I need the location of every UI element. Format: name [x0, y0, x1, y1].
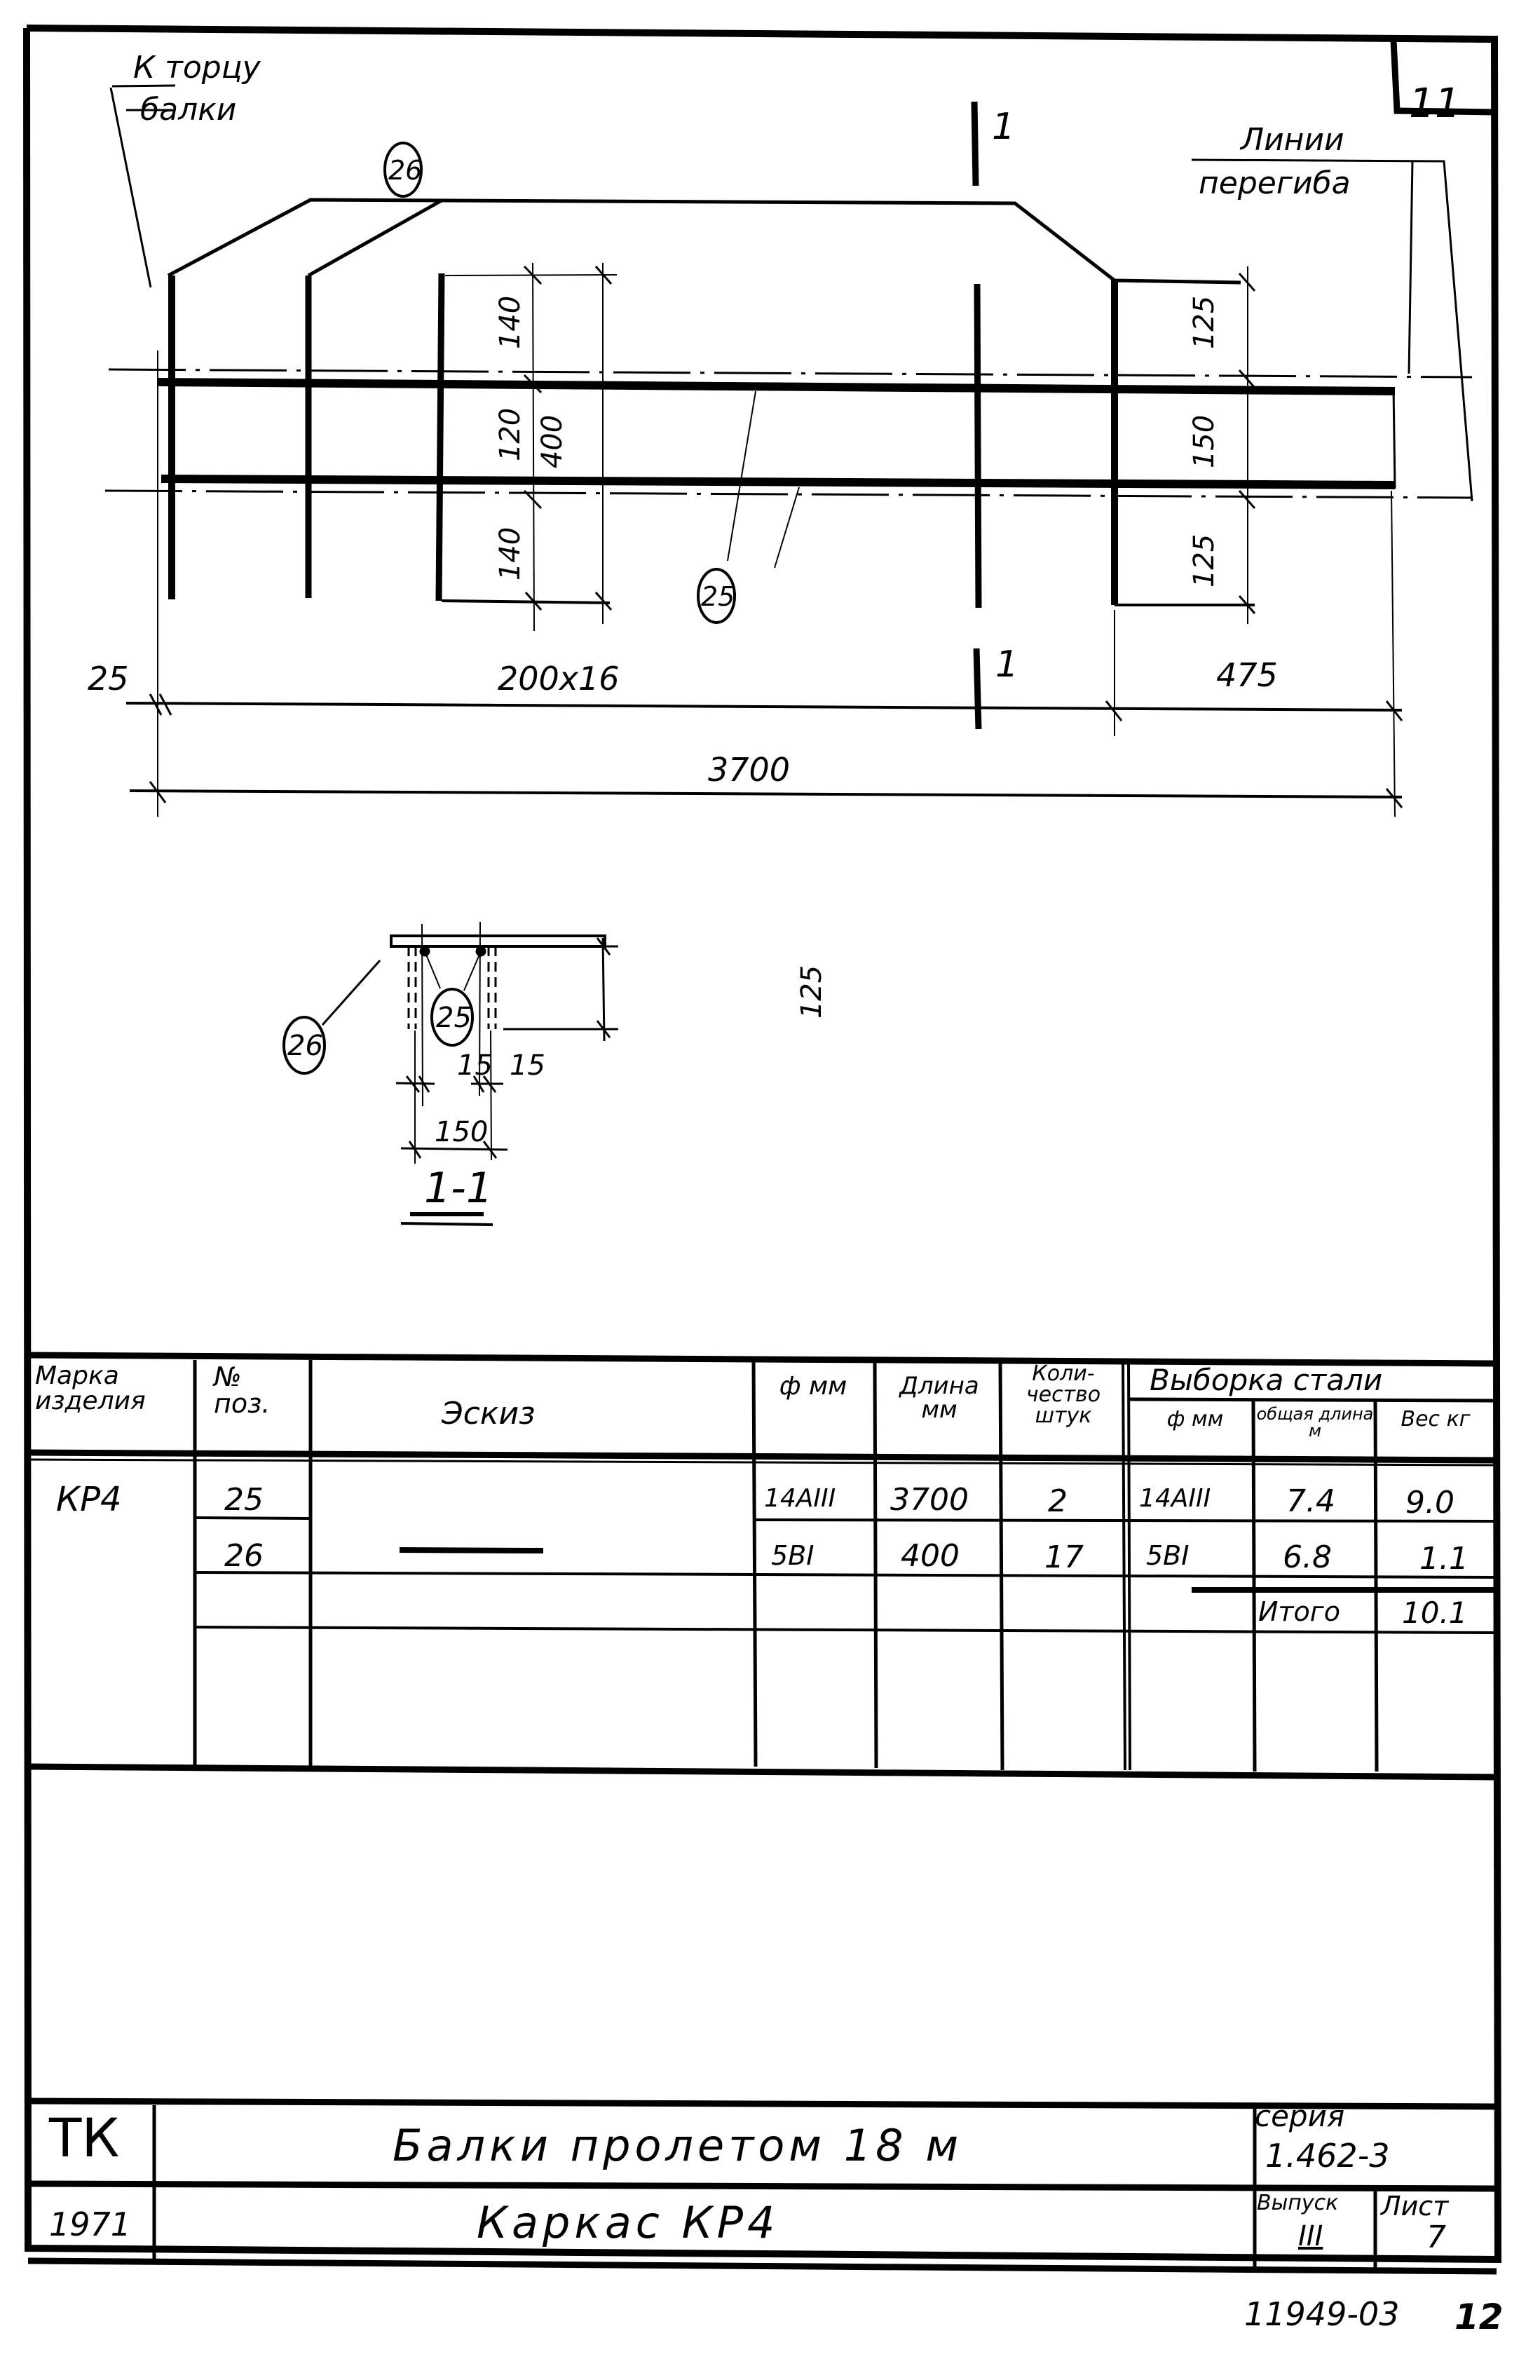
issue-value: III [1298, 2220, 1323, 2252]
section-callout-25-circle [430, 988, 474, 1047]
section-dim-125: 125 [796, 965, 829, 1019]
row-1-sel-weight: 9.0 [1405, 1485, 1454, 1521]
header-sel-weight: Вес кг [1401, 1407, 1471, 1432]
section-dim-15-right: 15 [510, 1049, 545, 1082]
row-2-pos: 26 [224, 1538, 264, 1574]
row-2-sel-diameter: 5BI [1146, 1540, 1190, 1571]
row-1-pos: 25 [224, 1482, 264, 1518]
row-2-sel-weight: 1.1 [1419, 1541, 1469, 1577]
plan-view [104, 84, 1473, 817]
section-mark-top: 1 [992, 106, 1016, 148]
header-length: Длина мм [899, 1372, 979, 1424]
row-2-count: 17 [1044, 1539, 1084, 1575]
dim-total: 3700 [708, 751, 791, 789]
row-1-sel-diameter: 14AIII [1139, 1484, 1211, 1513]
callout-26-label: 26 [388, 155, 423, 186]
archive-number: 11949-03 [1244, 2295, 1400, 2333]
sheet-label: Лист [1381, 2191, 1449, 2222]
header-sel-diameter: ф мм [1166, 1407, 1224, 1432]
title-block-grid [27, 2097, 1497, 2275]
callout-25-circle [697, 568, 736, 624]
row-2-diameter: 5BI [771, 1540, 815, 1571]
page-number: 12 [1454, 2297, 1504, 2337]
series-label: серия [1255, 2099, 1345, 2133]
header-diameter: ф мм [779, 1372, 847, 1401]
series-value: 1.462-3 [1265, 2137, 1390, 2175]
section-dim-150: 150 [435, 1116, 489, 1148]
bend-lines-label-line2: перегиба [1199, 165, 1351, 201]
header-steel-selection: Выборка стали [1150, 1363, 1383, 1397]
dim-140-top: 140 [494, 295, 527, 350]
header-pos: № поз. [214, 1361, 271, 1419]
section-title: 1-1 [424, 1164, 493, 1213]
dim-475: 475 [1216, 656, 1278, 694]
section-callout-26-circle [282, 1016, 326, 1075]
org-code: ТК [49, 2107, 120, 2169]
header-mark: Марка изделия [35, 1361, 146, 1415]
section-view [282, 921, 618, 1226]
beam-end-label-line2: балки [140, 92, 237, 128]
row-2-length: 400 [901, 1538, 960, 1574]
dim-140-bottom: 140 [494, 526, 527, 581]
dim-400: 400 [536, 414, 569, 469]
dim-120: 120 [494, 407, 527, 462]
row-1-count: 2 [1048, 1483, 1068, 1519]
dim-150: 150 [1188, 414, 1221, 469]
row-1-diameter: 14AIII [764, 1484, 836, 1513]
row-1-length: 3700 [890, 1482, 969, 1518]
year: 1971 [49, 2205, 132, 2243]
section-mark-bottom: 1 [995, 644, 1019, 686]
header-sketch: Эскиз [442, 1396, 536, 1432]
dim-spacing: 200x16 [498, 660, 620, 698]
section-callout-26-label: 26 [287, 1030, 323, 1062]
total-value: 10.1 [1402, 1596, 1468, 1630]
sheet-frame [23, 25, 1502, 2264]
beam-end-label-line1: К торцу [133, 50, 261, 86]
mark-value: КР4 [56, 1480, 122, 1519]
sketch-bar-line [399, 1547, 544, 1553]
spec-table-grid [27, 1352, 1497, 1781]
header-count: Коли-чество штук [1025, 1361, 1101, 1428]
title-line2: Каркас КР4 [477, 2197, 779, 2248]
row-2-sel-total-length: 6.8 [1283, 1539, 1332, 1575]
dim-125-top: 125 [1188, 295, 1221, 350]
issue-label: Выпуск [1257, 2191, 1339, 2215]
section-callout-25-label: 25 [436, 1002, 472, 1034]
title-line1: Балки пролетом 18 м [393, 2120, 963, 2171]
sheet-value: 7 [1426, 2219, 1446, 2255]
row-1-sel-total-length: 7.4 [1286, 1483, 1335, 1519]
callout-26-circle [383, 142, 423, 198]
total-label: Итого [1258, 1596, 1341, 1627]
dim-25: 25 [88, 660, 129, 698]
dim-125-bottom: 125 [1188, 533, 1221, 588]
bend-lines-label-line1: Линии [1241, 122, 1344, 158]
header-sel-total-length: общая длина м [1256, 1404, 1374, 1441]
section-dim-15-left: 15 [457, 1049, 493, 1082]
callout-25-label: 25 [701, 581, 735, 612]
sheet-number-box-label: 11 [1409, 79, 1461, 127]
